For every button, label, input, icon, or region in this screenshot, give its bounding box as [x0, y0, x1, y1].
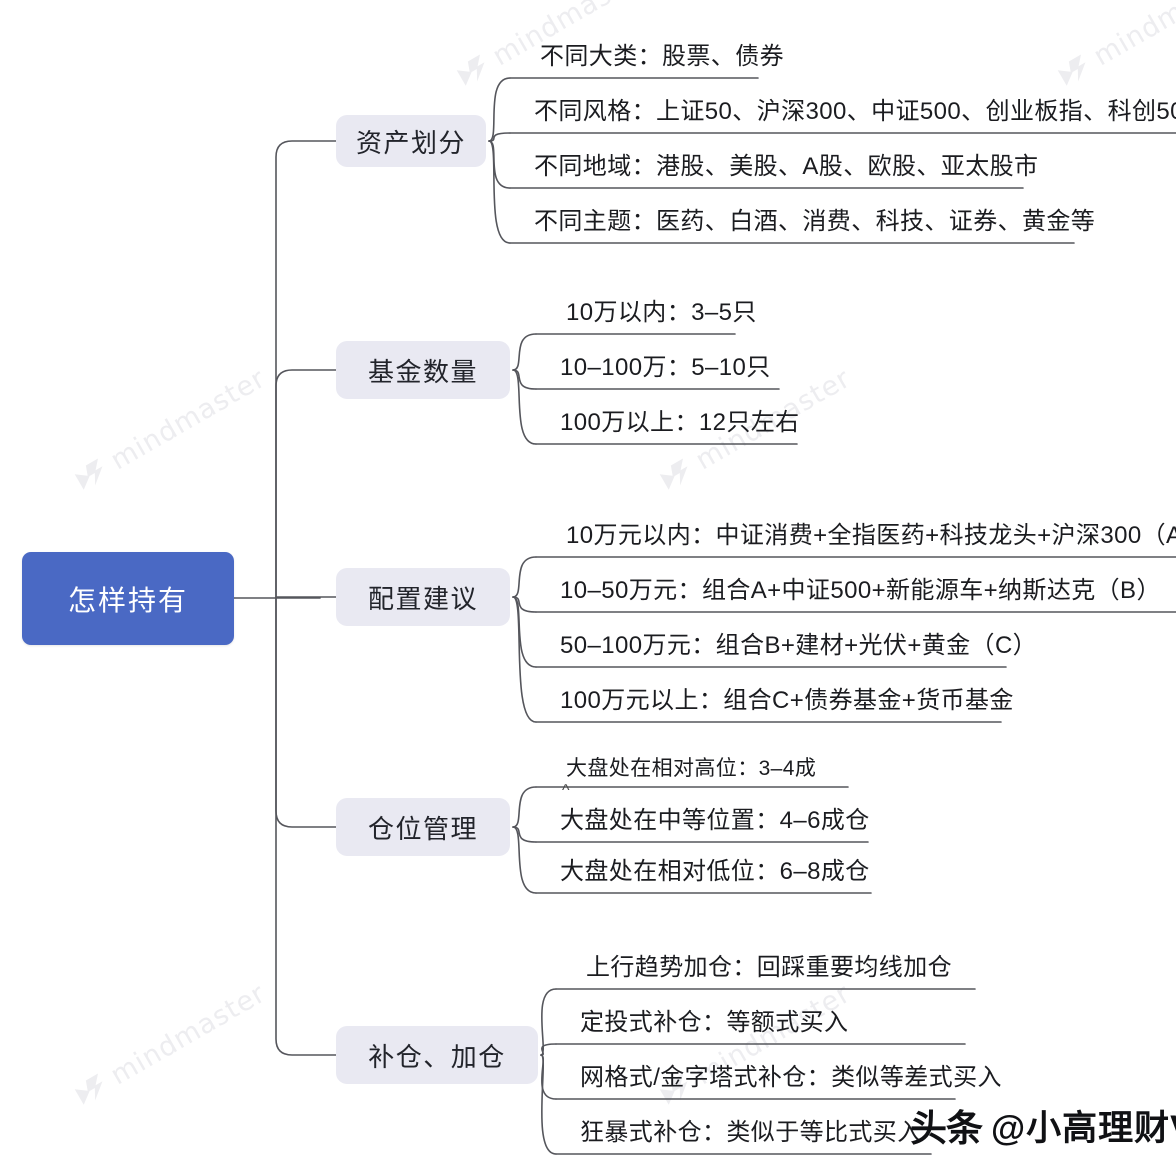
- watermark-5: mindmaster: [70, 978, 271, 1112]
- mindmaster-logo-icon: [71, 1070, 113, 1110]
- root-node-label: 怎样持有: [67, 584, 188, 616]
- branch-node-label: 补仓、加仓: [368, 1041, 506, 1072]
- stray-caret-artifact: ^: [562, 782, 570, 799]
- leaf-5-4[interactable]: 狂暴式补仓：类似于等比式买入: [580, 1119, 922, 1146]
- branch-node-3[interactable]: 配置建议: [336, 568, 510, 626]
- branch-node-5[interactable]: 补仓、加仓: [336, 1026, 538, 1084]
- branch-node-label: 资产划分: [355, 127, 466, 158]
- leaf-2-2[interactable]: 10–100万：5–10只: [560, 354, 771, 381]
- branch-node-label: 基金数量: [367, 356, 478, 387]
- leaf-5-2[interactable]: 定投式补仓：等额式买入: [580, 1009, 849, 1036]
- mindmaster-logo-icon: [1054, 51, 1096, 91]
- root-node[interactable]: 怎样持有: [22, 552, 234, 645]
- leaf-1-1[interactable]: 不同大类：股票、债券: [540, 43, 784, 70]
- author-handle: @小高理财V: [991, 1108, 1176, 1148]
- leaf-3-4[interactable]: 100万元以上：组合C+债券基金+货币基金: [560, 687, 1014, 714]
- mindmaster-logo-icon: [656, 455, 698, 495]
- leaf-3-1[interactable]: 10万元以内：中证消费+全指医药+科技龙头+沪深300（A）: [566, 522, 1176, 549]
- leaf-1-4[interactable]: 不同主题：医药、白酒、消费、科技、证券、黄金等: [534, 208, 1096, 235]
- mindmaster-logo-icon: [453, 51, 495, 91]
- leaf-3-2[interactable]: 10–50万元：组合A+中证500+新能源车+纳斯达克（B）: [560, 577, 1161, 604]
- watermark-text: mindmaster: [105, 362, 272, 477]
- watermark-6: mindmaster: [655, 978, 856, 1112]
- branch-node-label: 仓位管理: [367, 813, 478, 844]
- leaf-5-1[interactable]: 上行趋势加仓：回踩重要均线加仓: [586, 954, 952, 981]
- leaf-3-3[interactable]: 50–100万元：组合B+建材+光伏+黄金（C）: [560, 632, 1038, 659]
- platform-label: 头条: [910, 1108, 983, 1149]
- leaf-2-3[interactable]: 100万以上：12只左右: [560, 409, 800, 436]
- watermark-text: mindmaster: [1088, 0, 1176, 73]
- branch-node-4[interactable]: 仓位管理: [336, 798, 510, 856]
- leaf-1-3[interactable]: 不同地域：港股、美股、A股、欧股、亚太股市: [534, 153, 1039, 180]
- mindmaster-logo-icon: [71, 455, 113, 495]
- watermark-text: mindmaster: [105, 977, 272, 1092]
- leaf-4-1[interactable]: 大盘处在相对高位：3–4成: [566, 757, 817, 780]
- leaf-4-2[interactable]: 大盘处在中等位置：4–6成仓: [560, 807, 870, 834]
- watermark-1: mindmaster: [1053, 0, 1176, 93]
- leaf-1-2[interactable]: 不同风格：上证50、沪深300、中证500、创业板指、科创50: [534, 98, 1176, 125]
- branch-node-1[interactable]: 资产划分: [336, 115, 486, 167]
- branch-node-label: 配置建议: [367, 583, 478, 614]
- leaf-5-3[interactable]: 网格式/金字塔式补仓：类似等差式买入: [580, 1064, 1002, 1091]
- branch-node-2[interactable]: 基金数量: [336, 341, 510, 399]
- leaf-2-1[interactable]: 10万以内：3–5只: [566, 299, 757, 326]
- leaf-4-3[interactable]: 大盘处在相对低位：6–8成仓: [560, 858, 870, 885]
- watermark-2: mindmaster: [70, 363, 271, 497]
- author-credit: 头条 @小高理财V: [910, 1098, 1176, 1152]
